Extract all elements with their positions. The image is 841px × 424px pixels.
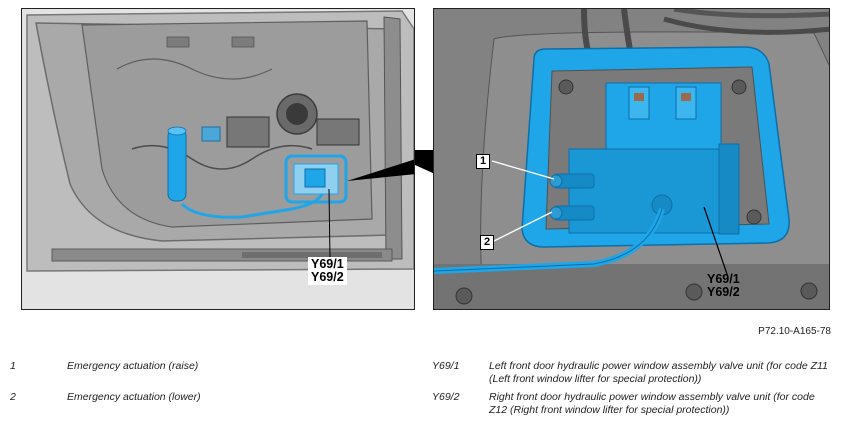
door-overview-illustration: Y69/1 Y69/2 bbox=[21, 8, 415, 310]
callout-y69-2-detail: Y69/2 bbox=[707, 285, 740, 299]
callout-y69-1-detail: Y69/1 bbox=[707, 272, 740, 286]
valve-detail-illustration: 1 2 Y69/1 Y69/2 bbox=[433, 8, 830, 310]
legend-key: Y69/2 bbox=[432, 391, 460, 403]
legend-text: Emergency actuation (raise) bbox=[67, 360, 199, 372]
legend-text: Right front door hydraulic power window … bbox=[489, 391, 815, 416]
door-overview-drawing bbox=[22, 9, 414, 309]
callout-item-1: 1 bbox=[476, 154, 490, 169]
callout-item-2: 2 bbox=[480, 235, 494, 250]
zoom-connector bbox=[415, 150, 435, 174]
callout-y69-2: Y69/2 bbox=[311, 270, 344, 284]
valve-unit-callout-right: Y69/1 Y69/2 bbox=[707, 273, 740, 299]
figure-id: P72.10-A165-78 bbox=[758, 326, 831, 337]
legend-key: 2 bbox=[10, 391, 16, 403]
legend-text: Left front door hydraulic power window a… bbox=[489, 360, 828, 385]
valve-detail-drawing bbox=[434, 9, 829, 309]
legend-text: Emergency actuation (lower) bbox=[67, 391, 201, 403]
valve-unit-callout-left: Y69/1 Y69/2 bbox=[308, 257, 347, 285]
callout-y69-1: Y69/1 bbox=[311, 257, 344, 271]
legend-key: Y69/1 bbox=[432, 360, 460, 372]
legend-key: 1 bbox=[10, 360, 16, 372]
